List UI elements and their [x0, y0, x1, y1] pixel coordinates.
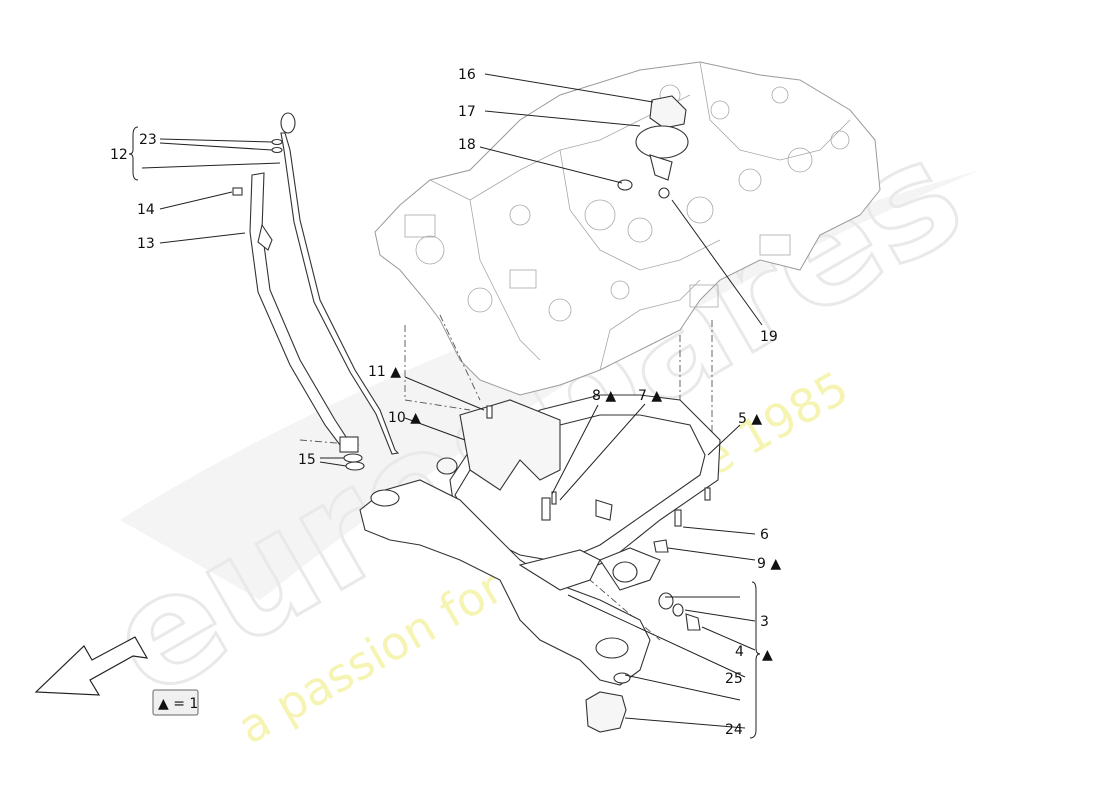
callout-8: 8 ▲ — [592, 388, 616, 404]
tube-oring-a — [343, 453, 363, 463]
sump-bolt-5 — [704, 487, 711, 501]
subframe-port — [612, 561, 638, 583]
oil-sump — [436, 394, 721, 581]
clip-9 — [653, 539, 669, 553]
oil-sensor-connector — [595, 499, 613, 521]
engine-block — [374, 61, 881, 396]
subframe — [359, 479, 661, 686]
callout-3: 3 — [760, 614, 769, 630]
subframe-mount-left — [370, 489, 400, 507]
callout-19: 19 — [760, 329, 778, 345]
leader-lines — [128, 73, 763, 739]
sump-seal-ring — [436, 457, 458, 475]
filler-neck-stem — [649, 154, 673, 181]
legend-box — [152, 689, 199, 716]
sump-bolt-11 — [486, 405, 493, 419]
dipstick-oring-b — [271, 146, 283, 154]
drain-washer — [672, 603, 684, 617]
callout-24: 24 — [725, 722, 743, 738]
subframe-mount-front — [595, 637, 629, 659]
drain-bushing — [658, 592, 674, 610]
filler-cap-assembly — [617, 95, 689, 199]
callout-labels: 16 17 18 19 23 12 14 13 11 ▲ 10 ▲ 15 8 ▲… — [110, 67, 781, 738]
legend-text: ▲ = 1 — [158, 696, 198, 712]
dipstick-rod — [280, 132, 400, 455]
filler-plug — [658, 187, 670, 199]
callout-16: 16 — [458, 67, 476, 83]
subframe-body — [359, 479, 651, 686]
callout-7: 7 ▲ — [638, 388, 662, 404]
drain-plug — [685, 613, 701, 631]
callout-4: 4 — [735, 644, 744, 660]
dipstick-tube-bracket — [257, 223, 273, 251]
sensor-bolt-8 — [551, 491, 557, 505]
dipstick-tube-end — [339, 436, 359, 453]
callout-25: 25 — [725, 671, 743, 687]
callout-13: 13 — [137, 236, 155, 252]
rubber-mount — [585, 691, 627, 733]
callout-14: 14 — [137, 202, 155, 218]
callout-group-triangle: ▲ — [762, 647, 773, 663]
callout-10: 10 ▲ — [388, 410, 421, 426]
filler-cap — [649, 95, 687, 129]
dipstick-oring-a — [271, 138, 283, 146]
callout-23: 23 — [139, 132, 157, 148]
front-direction-arrow — [34, 636, 149, 696]
dipstick-ring — [280, 112, 296, 134]
callout-12: 12 — [110, 147, 128, 163]
drain-plug-group — [585, 592, 701, 733]
callout-6: 6 — [760, 527, 769, 543]
callout-17: 17 — [458, 104, 476, 120]
baffle-plate — [459, 399, 561, 491]
callout-11: 11 ▲ — [368, 364, 401, 380]
callout-18: 18 — [458, 137, 476, 153]
callout-9: 9 ▲ — [757, 556, 781, 572]
subframe-hole — [613, 672, 631, 684]
tube-oring-b — [345, 461, 365, 471]
sump-bolt-6 — [674, 509, 682, 527]
filler-neck — [635, 125, 689, 159]
filler-seal — [617, 179, 633, 191]
callout-5: 5 ▲ — [738, 411, 762, 427]
dipstick-assembly — [232, 112, 400, 471]
tube-bolt — [232, 187, 243, 196]
oil-sensor-body — [541, 497, 551, 521]
callout-15: 15 — [298, 452, 316, 468]
